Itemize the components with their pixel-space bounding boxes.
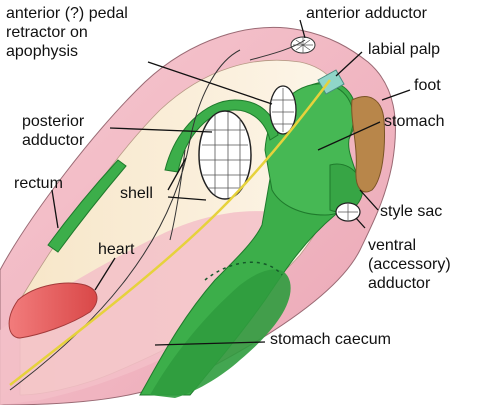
- label-posterior-adductor: posterior adductor: [22, 112, 84, 150]
- label-stomach-caecum: stomach caecum: [270, 330, 391, 349]
- label-anterior-pedal-retractor: anterior (?) pedal retractor on apophysi…: [6, 4, 128, 61]
- label-ventral-adductor: ventral (accessory) adductor: [368, 236, 451, 293]
- label-labial-palp: labial palp: [368, 40, 440, 59]
- label-heart: heart: [98, 240, 134, 259]
- label-stomach: stomach: [384, 112, 444, 131]
- label-anterior-adductor: anterior adductor: [306, 4, 427, 23]
- label-style-sac: style sac: [380, 202, 442, 221]
- label-rectum: rectum: [14, 174, 63, 193]
- label-foot: foot: [414, 76, 441, 95]
- label-shell: shell: [120, 184, 153, 203]
